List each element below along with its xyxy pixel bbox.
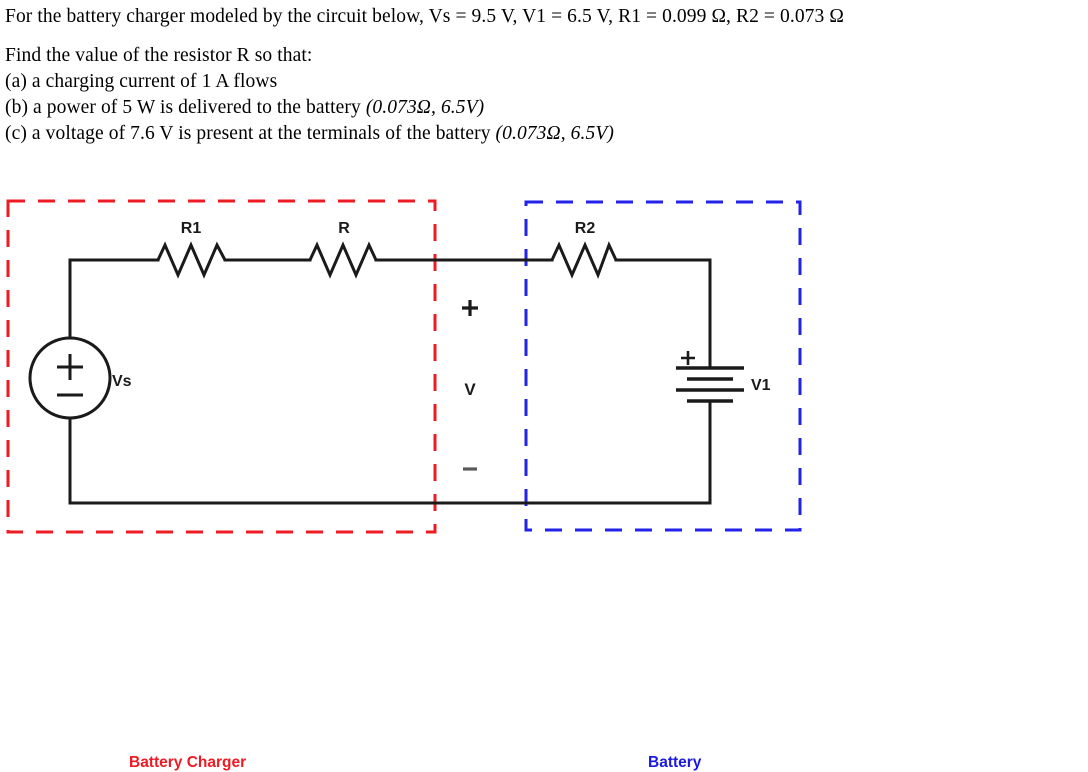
problem-item-b-hint: (0.073Ω, 6.5V)	[365, 97, 485, 118]
resistor-r1-label: R1	[181, 220, 202, 237]
circuit-schematic-svg: R1 R R2 Vs V1 V	[6, 199, 802, 534]
statement-spacer	[5, 30, 1085, 43]
resistor-r-label: R	[338, 220, 350, 237]
battery-plus-icon	[681, 351, 695, 365]
problem-item-c-label: (c) a voltage of 7.6 V is present at the…	[5, 123, 496, 144]
terminal-plus-icon	[462, 300, 478, 316]
problem-item-b: (b) a power of 5 W is delivered to the b…	[5, 95, 1085, 121]
problem-item-c-hint: (0.073Ω, 6.5V)	[495, 123, 614, 144]
problem-statement: For the battery charger modeled by the c…	[5, 0, 1085, 147]
circuit-diagram: R1 R R2 Vs V1 V Battery Charger Battery	[0, 188, 1088, 771]
problem-prompt-line: Find the value of the resistor R so that…	[5, 45, 313, 66]
problem-item-a: (a) a charging current of 1 A flows	[5, 69, 1085, 95]
resistor-r1-symbol	[156, 241, 227, 279]
voltage-source-label: Vs	[112, 373, 132, 390]
terminal-voltage-label: V	[464, 380, 476, 399]
problem-item-a-label: (a) a charging current of 1 A flows	[5, 71, 278, 92]
problem-intro-line: For the battery charger modeled by the c…	[5, 6, 844, 27]
battery-charger-boundary-box	[6, 199, 437, 534]
resistor-r-symbol	[308, 241, 378, 279]
problem-item-c: (c) a voltage of 7.6 V is present at the…	[5, 121, 1085, 147]
caption-battery-charger: Battery Charger	[129, 754, 247, 771]
resistor-r2-symbol	[550, 241, 618, 280]
source-plus-icon	[57, 354, 83, 380]
battery-boundary-box	[524, 200, 802, 532]
battery-v1-label: V1	[751, 377, 771, 394]
problem-item-b-label: (b) a power of 5 W is delivered to the b…	[5, 97, 366, 118]
resistor-r2-label: R2	[575, 220, 596, 237]
caption-battery: Battery	[648, 754, 702, 771]
